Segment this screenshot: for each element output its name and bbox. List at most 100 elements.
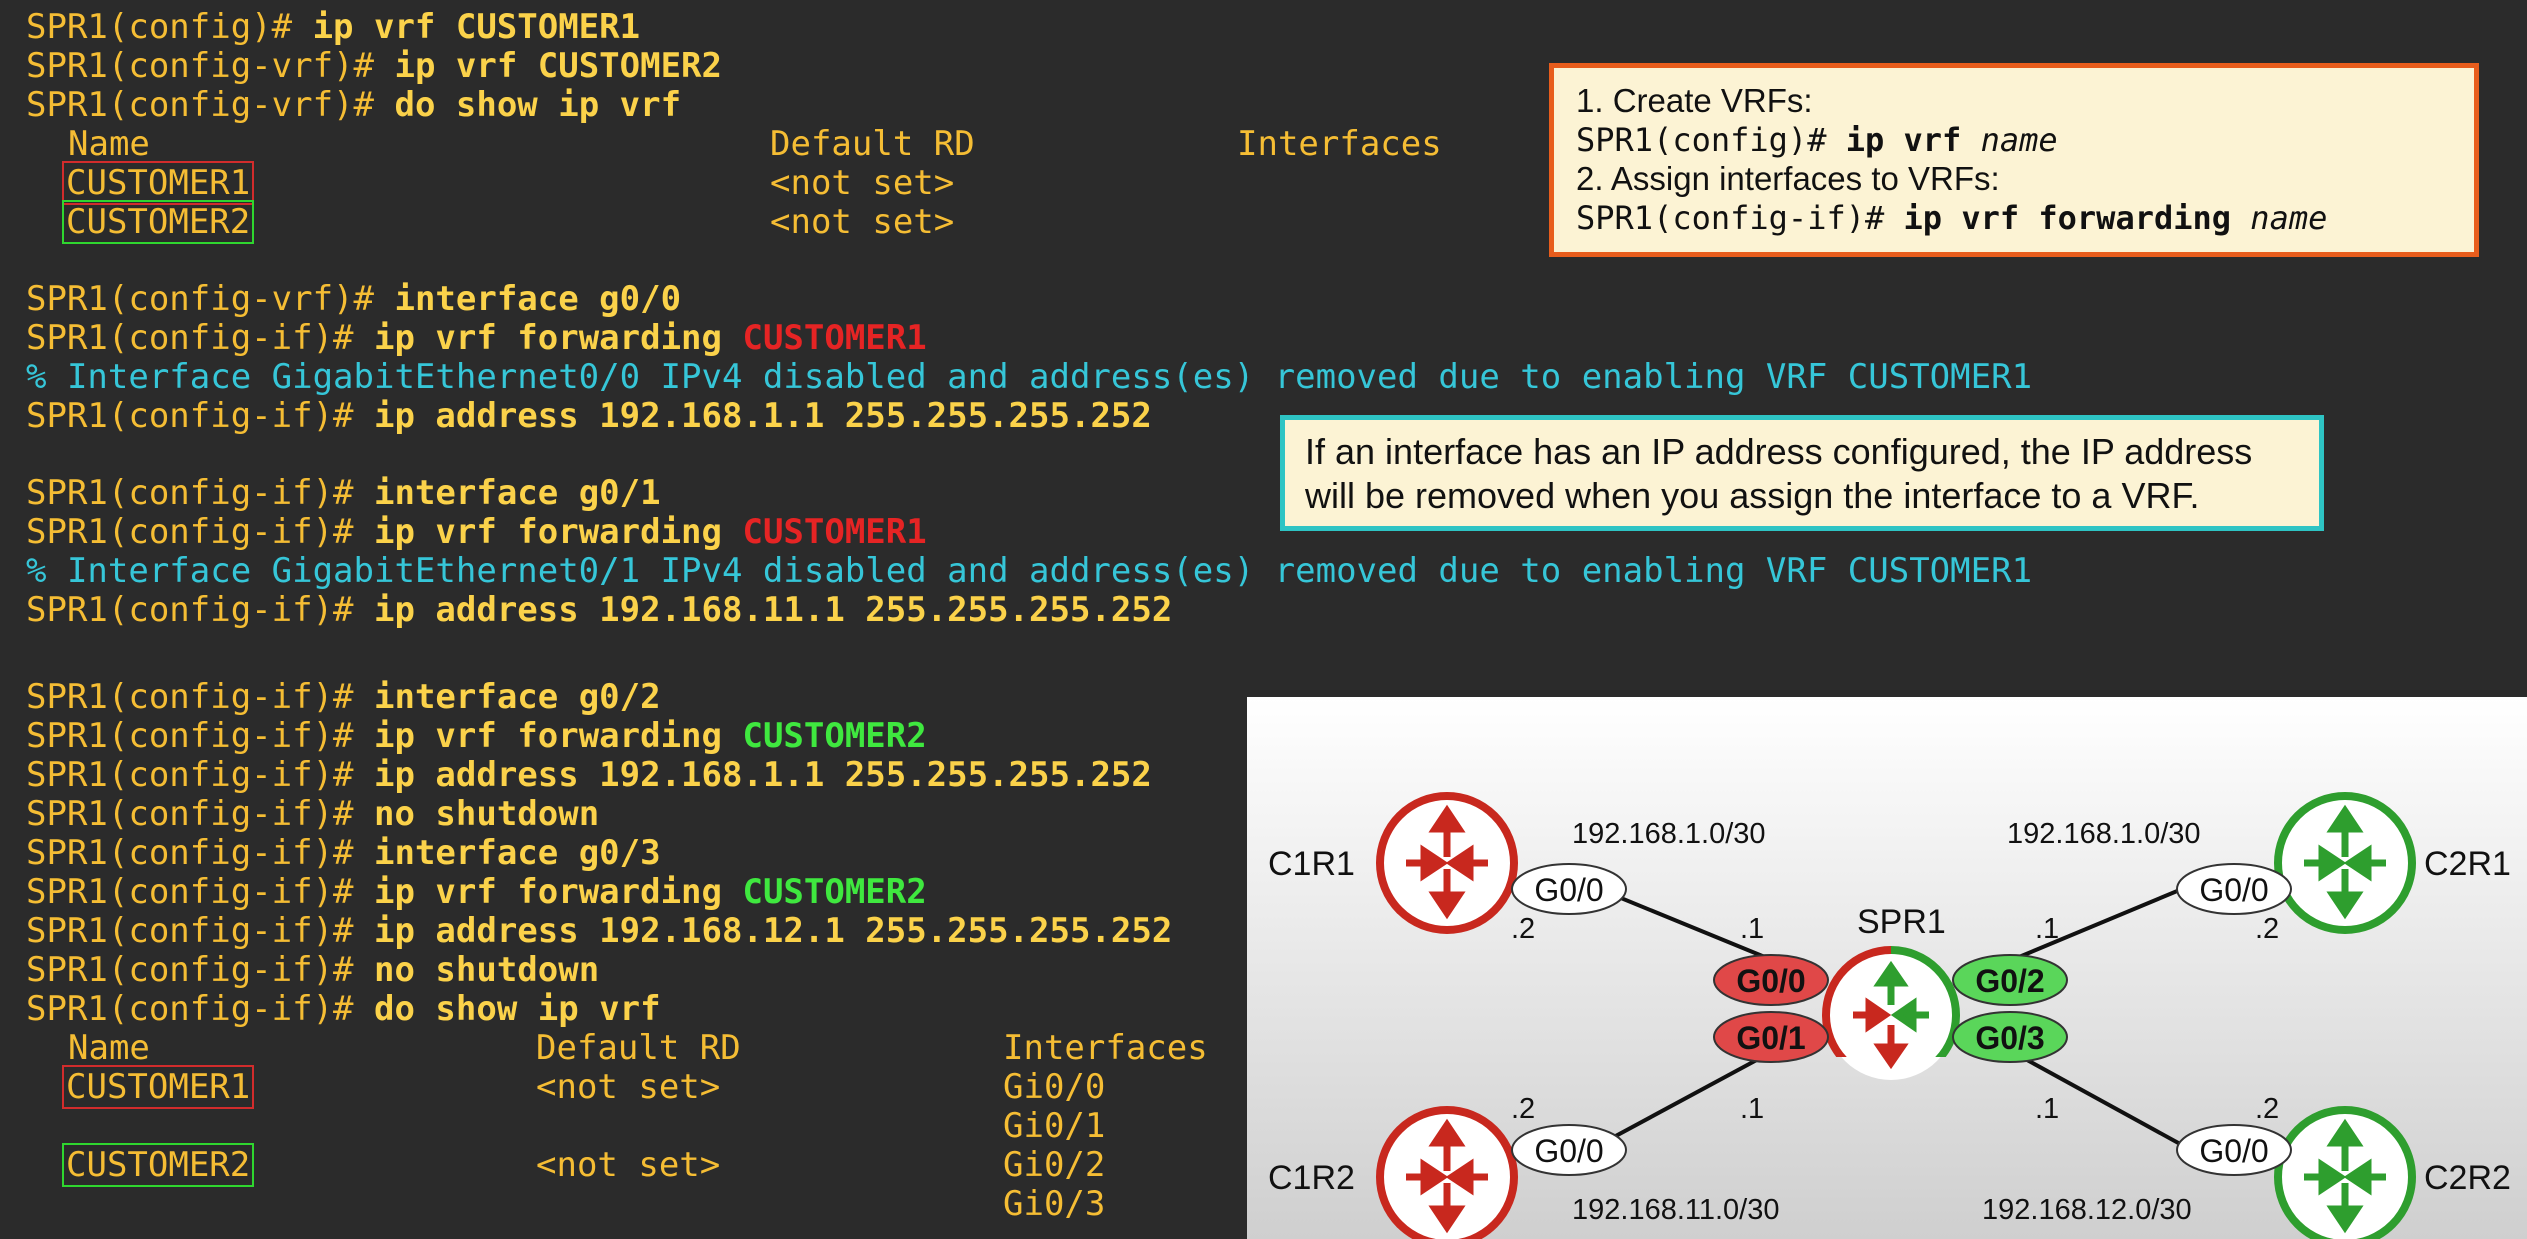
terminal-line: SPR1(config-if)# interface g0/1 xyxy=(26,474,661,513)
terminal-line: SPR1(config-if)# no shutdown xyxy=(26,951,599,990)
network-label: 192.168.12.0/30 xyxy=(1982,1194,2192,1226)
prompt: SPR1(config-if)# xyxy=(26,989,374,1029)
terminal-line: SPR1(config-vrf)# do show ip vrf xyxy=(26,86,681,125)
c2r2-interface: G0/0 xyxy=(2176,1124,2292,1176)
command: no shutdown xyxy=(374,950,600,990)
step-1-command: SPR1(config)# ip vrf name xyxy=(1576,120,2452,160)
vrf-rd: <not set> xyxy=(536,1067,721,1107)
table-header-rd: Default RD xyxy=(536,1028,741,1068)
vrf-name-customer1: CUSTOMER1 xyxy=(61,1065,255,1109)
command: ip address 192.168.1.1 255.255.255.252 xyxy=(374,755,1152,795)
interface-label: G0/2 xyxy=(1975,963,2044,999)
router-c1r1 xyxy=(1376,792,1518,934)
terminal-line: SPR1(config-if)# interface g0/3 xyxy=(26,834,661,873)
command: interface g0/2 xyxy=(374,677,661,717)
prompt: SPR1(config-if)# xyxy=(26,794,374,834)
command: ip vrf forwarding xyxy=(374,318,743,358)
terminal-line: SPR1(config-if)# no shutdown xyxy=(26,795,599,834)
vrf-rd: <not set> xyxy=(536,1145,721,1185)
interface-label: G0/0 xyxy=(1534,872,1603,908)
terminal-line: SPR1(config-if)# ip vrf forwarding CUSTO… xyxy=(26,319,927,358)
device-label-c2r1: C2R1 xyxy=(2424,845,2511,883)
ip-suffix: .2 xyxy=(2255,913,2279,945)
command: interface g0/0 xyxy=(394,279,682,319)
command: do show ip vrf xyxy=(374,989,661,1029)
vrf-rd: <not set> xyxy=(770,202,955,242)
terminal-line: SPR1(config-if)# do show ip vrf xyxy=(26,990,661,1029)
system-message: % Interface GigabitEthernet0/1 IPv4 disa… xyxy=(26,551,2033,591)
device-label-spr1: SPR1 xyxy=(1857,903,1946,941)
spr1-g0-0-interface: G0/0 xyxy=(1713,954,1829,1006)
table-header-rd: Default RD xyxy=(770,124,975,164)
interface-label: G0/0 xyxy=(1534,1133,1603,1169)
terminal-line: SPR1(config-if)# ip address 192.168.1.1 … xyxy=(26,397,1152,436)
command: ip address 192.168.11.1 255.255.255.252 xyxy=(374,590,1173,630)
network-label: 192.168.11.0/30 xyxy=(1572,1194,1780,1226)
c1r1-interface: G0/0 xyxy=(1511,863,1627,915)
vrf-name-text: CUSTOMER1 xyxy=(61,161,255,205)
network-label: 192.168.1.0/30 xyxy=(2007,818,2201,850)
system-message: % Interface GigabitEthernet0/0 IPv4 disa… xyxy=(26,357,2033,397)
vrf-interface: Gi0/1 xyxy=(1003,1106,1106,1146)
link-c2r1-spr1 xyxy=(2006,887,2183,964)
router-c2r1 xyxy=(2274,792,2416,934)
vrf-name: CUSTOMER2 xyxy=(742,872,927,912)
link-c1r1-spr1 xyxy=(1598,887,1778,964)
terminal-line: SPR1(config-if)# ip address 192.168.11.1… xyxy=(26,591,1172,630)
argument: name xyxy=(2250,199,2328,237)
device-label-c1r1: C1R1 xyxy=(1268,845,1355,883)
vrf-interface: Gi0/0 xyxy=(1003,1067,1106,1107)
spr1-g0-1-interface: G0/1 xyxy=(1713,1011,1829,1063)
terminal-line: SPR1(config-if)# ip address 192.168.1.1 … xyxy=(26,756,1152,795)
ip-suffix: .1 xyxy=(1740,1093,1764,1125)
prompt: SPR1(config-if)# xyxy=(26,755,374,795)
terminal-line: SPR1(config-if)# ip address 192.168.12.1… xyxy=(26,912,1172,951)
command: ip vrf xyxy=(1845,121,1981,159)
warning-text: If an interface has an IP address config… xyxy=(1305,431,2253,516)
prompt: SPR1(config-vrf)# xyxy=(26,279,395,319)
argument: name xyxy=(1980,121,2058,159)
command: interface g0/3 xyxy=(374,833,661,873)
vrf-name-customer2: CUSTOMER2 xyxy=(61,1143,255,1187)
vrf-name: CUSTOMER2 xyxy=(742,716,927,756)
step-2-title: 2. Assign interfaces to VRFs: xyxy=(1576,160,2000,197)
link-c2r2-spr1 xyxy=(2006,1047,2183,1147)
terminal-line: SPR1(config-if)# ip vrf forwarding CUSTO… xyxy=(26,717,927,756)
prompt: SPR1(config-vrf)# xyxy=(26,46,395,86)
terminal-line: SPR1(config-vrf)# interface g0/0 xyxy=(26,280,681,319)
c2r1-interface: G0/0 xyxy=(2176,863,2292,915)
prompt: SPR1(config-if)# xyxy=(26,590,374,630)
interface-label: G0/0 xyxy=(1736,963,1805,999)
terminal-line: SPR1(config-if)# ip vrf forwarding CUSTO… xyxy=(26,513,927,552)
router-c2r2 xyxy=(2274,1106,2416,1239)
prompt: SPR1(config)# xyxy=(1576,121,1846,159)
vrf-name: CUSTOMER1 xyxy=(742,318,927,358)
steps-callout: 1. Create VRFs: SPR1(config)# ip vrf nam… xyxy=(1549,63,2479,257)
command: no shutdown xyxy=(374,794,600,834)
vrf-name: CUSTOMER1 xyxy=(742,512,927,552)
ip-suffix: .2 xyxy=(1511,1093,1535,1125)
ip-suffix: .2 xyxy=(2255,1093,2279,1125)
vrf-name-text: CUSTOMER1 xyxy=(61,1065,255,1109)
command: ip vrf CUSTOMER2 xyxy=(394,46,722,86)
interface-label: G0/0 xyxy=(2199,872,2268,908)
c1r2-interface: G0/0 xyxy=(1511,1124,1627,1176)
command: ip vrf forwarding xyxy=(374,512,743,552)
terminal-line: SPR1(config-if)# interface g0/2 xyxy=(26,678,661,717)
prompt: SPR1(config-if)# xyxy=(1576,199,1904,237)
prompt: SPR1(config-if)# xyxy=(26,950,374,990)
prompt: SPR1(config-if)# xyxy=(26,473,374,513)
terminal-line: SPR1(config-if)# ip vrf forwarding CUSTO… xyxy=(26,873,927,912)
command: ip address 192.168.1.1 255.255.255.252 xyxy=(374,396,1152,436)
vrf-interface: Gi0/2 xyxy=(1003,1145,1106,1185)
vrf-rd: <not set> xyxy=(770,163,955,203)
device-label-c2r2: C2R2 xyxy=(2424,1159,2511,1197)
terminal-line: SPR1(config)# ip vrf CUSTOMER1 xyxy=(26,8,640,47)
step-2-command: SPR1(config-if)# ip vrf forwarding name xyxy=(1576,198,2452,238)
prompt: SPR1(config-if)# xyxy=(26,716,374,756)
command: ip vrf CUSTOMER1 xyxy=(312,7,641,47)
prompt: SPR1(config-if)# xyxy=(26,677,374,717)
table-header-name: Name xyxy=(68,124,150,164)
network-diagram: G0/0 G0/0 G0/0 G0/0 G0/0 G0/1 G0/2 G0/3 … xyxy=(1247,697,2527,1239)
